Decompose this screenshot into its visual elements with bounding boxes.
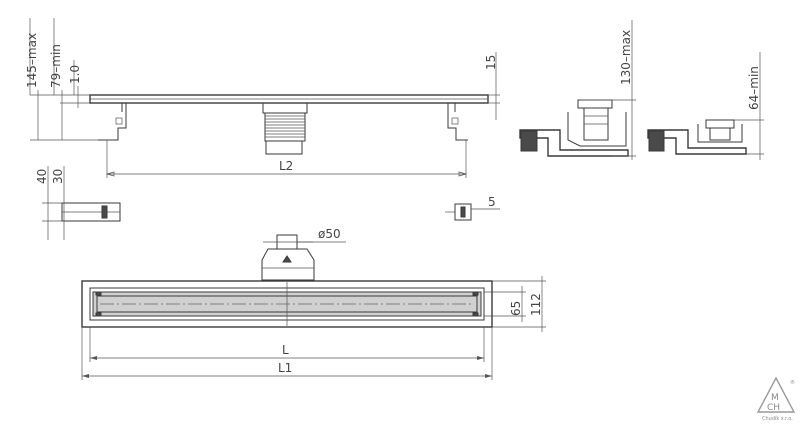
- dim-40: 40: [35, 169, 49, 184]
- left-mounting-bracket: [98, 103, 127, 141]
- dim-30: 30: [51, 169, 65, 184]
- dim-65: 65: [509, 301, 523, 316]
- dim-L2: L2: [279, 159, 293, 173]
- dim-1-0: 1.0: [68, 65, 82, 84]
- side-view: 145–max 79–min 1.0 15 L2: [25, 18, 500, 178]
- right-mounting-bracket: [447, 103, 468, 141]
- company-logo: M CH ® Chudík s.r.o.: [756, 376, 796, 422]
- logo-letter-m: M: [771, 393, 779, 403]
- plan-channel-frame: [81, 280, 493, 328]
- dim-L: L: [282, 343, 289, 357]
- outlet-marker-icon: [282, 255, 292, 263]
- section-view-max: 130–max: [519, 20, 636, 160]
- plan-outlet-housing: [261, 248, 315, 281]
- profile-detail-right: 5: [445, 195, 500, 221]
- dim-5: 5: [488, 195, 496, 209]
- dim-diameter-50: ø50: [318, 227, 341, 241]
- section-view-min: 64–min: [647, 52, 764, 160]
- logo-triangle-icon: [756, 376, 796, 413]
- dim-145-max: 145–max: [25, 33, 39, 88]
- dim-112: 112: [529, 293, 543, 316]
- dim-15: 15: [484, 55, 498, 70]
- outlet-collar: [262, 102, 308, 114]
- outlet-pipe: [265, 140, 303, 155]
- dim-L1: L1: [278, 361, 292, 375]
- dim-130-max: 130–max: [619, 30, 633, 85]
- dim-64-min: 64–min: [747, 66, 761, 110]
- section-max-cap: [577, 99, 613, 109]
- dim-79-min: 79–min: [49, 44, 63, 88]
- section-min-cap: [705, 119, 735, 129]
- logo-company-name: Chudík s.r.o.: [762, 415, 793, 422]
- logo-letters-ch: CH: [767, 403, 780, 413]
- profile-detail-left: 40 30: [35, 166, 121, 240]
- plan-view: ø50 65 112 L L1: [81, 227, 546, 380]
- logo-registered: ®: [790, 379, 795, 386]
